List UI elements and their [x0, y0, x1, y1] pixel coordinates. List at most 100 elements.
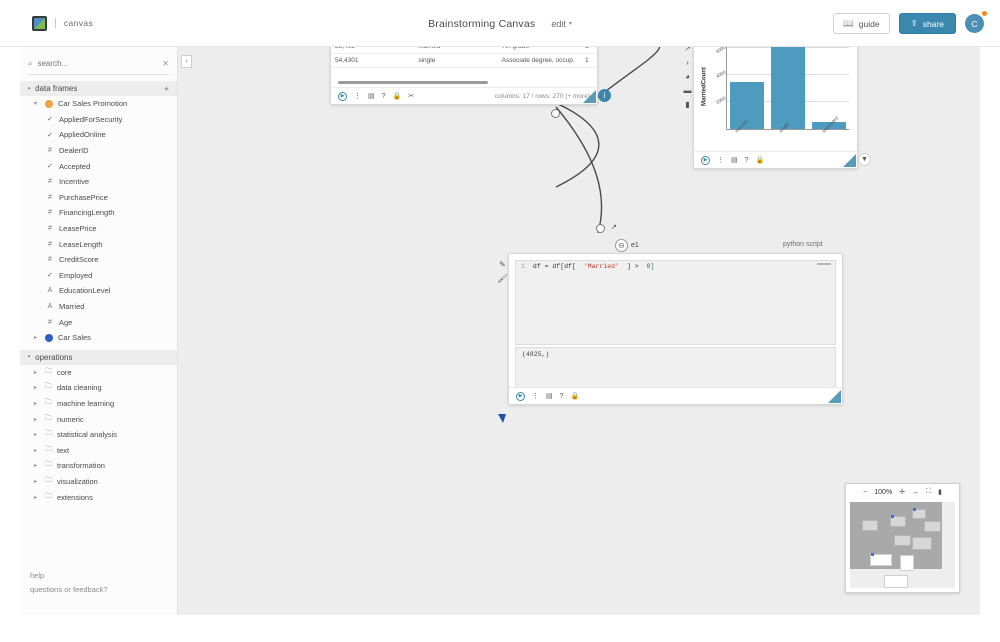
code-card[interactable]: ✎ 🖌 1 df = df[df[ 'Married' ] > 0] (4825…: [497, 253, 843, 405]
section-header-operations[interactable]: ▪ operations: [20, 349, 177, 365]
twisty-icon[interactable]: ▸: [34, 447, 38, 454]
play-icon[interactable]: ▶: [701, 155, 710, 165]
chart-card[interactable]: ↗ › ◕ ▬ ▮ MarriedCount 2000 4000 6000: [684, 47, 871, 169]
operation-folder-statistical-analysis[interactable]: ▸🗀statistical analysis: [20, 427, 177, 443]
chart-bar[interactable]: [770, 47, 806, 129]
resize-handle[interactable]: [843, 154, 856, 167]
collapse-sidebar-button[interactable]: ‹: [181, 55, 192, 68]
field-row[interactable]: ✓AppliedOnline: [20, 127, 177, 143]
help-icon[interactable]: ?: [559, 392, 564, 400]
field-row[interactable]: #CreditScore: [20, 252, 177, 268]
minimap[interactable]: − 100% ✛ ↔ ⛶ ▮: [845, 483, 960, 593]
twisty-icon[interactable]: ▸: [34, 369, 38, 376]
field-row[interactable]: #PurchasePrice: [20, 190, 177, 206]
table-icon[interactable]: ▤: [731, 157, 738, 164]
operation-folder-core[interactable]: ▸🗀core: [20, 365, 177, 381]
dataframe-group-car-sales-promotion[interactable]: ▾ Car Sales Promotion: [20, 96, 177, 112]
twisty-icon[interactable]: ▸: [34, 478, 38, 485]
pencil-icon[interactable]: ✎: [499, 260, 506, 269]
operation-folder-visualization[interactable]: ▸🗀visualization: [20, 474, 177, 490]
field-row[interactable]: #DealerID: [20, 143, 177, 159]
operation-folder-machine-learning[interactable]: ▸🗀machine learning: [20, 396, 177, 412]
chevron-icon[interactable]: ›: [686, 58, 689, 67]
code-scrollbar[interactable]: [817, 263, 831, 265]
document-menu[interactable]: edit ▾: [551, 19, 572, 29]
table-row[interactable]: 54,4301 single Associate degree, occup. …: [331, 53, 597, 68]
twisty-icon[interactable]: ▸: [34, 385, 38, 392]
operation-folder-transformation[interactable]: ▸🗀transformation: [20, 458, 177, 474]
arrow-icon[interactable]: ↗: [684, 47, 691, 53]
horizontal-scrollbar[interactable]: [338, 81, 488, 84]
field-row[interactable]: ✓Accepted: [20, 158, 177, 174]
twisty-icon[interactable]: ▸: [34, 335, 38, 342]
twisty-icon[interactable]: ▾: [34, 101, 38, 108]
field-row[interactable]: #LeasePrice: [20, 221, 177, 237]
twisty-icon[interactable]: ▸: [34, 432, 38, 439]
node-collapse-icon[interactable]: ⊖: [615, 239, 628, 252]
field-row[interactable]: #Incentive: [20, 174, 177, 190]
chart-icon[interactable]: ◕: [685, 72, 690, 81]
resize-handle[interactable]: [828, 390, 841, 403]
twisty-icon[interactable]: ▸: [34, 494, 38, 501]
column-icon[interactable]: ▮: [685, 100, 690, 109]
more-icon[interactable]: ⋮: [354, 93, 361, 100]
twisty-icon[interactable]: ▸: [34, 463, 38, 470]
resize-handle[interactable]: [583, 90, 596, 103]
operation-folder-text[interactable]: ▸🗀text: [20, 442, 177, 458]
lock-icon[interactable]: 🔒: [392, 93, 402, 100]
more-icon[interactable]: ⋮: [532, 393, 539, 400]
field-row[interactable]: #LeaseLength: [20, 236, 177, 252]
clear-search-icon[interactable]: ✕: [162, 59, 169, 68]
table-icon[interactable]: ▤: [546, 393, 553, 400]
paint-icon[interactable]: 🖌: [497, 274, 508, 283]
table-row[interactable]: 28,492 married 7th grade 1: [331, 47, 597, 54]
pan-icon[interactable]: ↔: [912, 488, 920, 496]
play-icon[interactable]: ▶: [516, 391, 525, 401]
field-row[interactable]: ✓Employed: [20, 268, 177, 284]
chart-bar[interactable]: [730, 82, 765, 129]
rows-icon[interactable]: ▬: [683, 86, 692, 95]
zoom-out-icon[interactable]: −: [863, 488, 868, 496]
guide-button[interactable]: 📖 guide: [833, 13, 890, 34]
table-icon[interactable]: ▤: [368, 93, 375, 100]
connection-port[interactable]: [551, 109, 560, 118]
minimap-body[interactable]: [850, 502, 955, 588]
delete-icon[interactable]: ✂: [408, 93, 415, 100]
section-header-dataframes[interactable]: ▪ data frames +: [20, 81, 177, 96]
code-editor[interactable]: 1 df = df[df[ 'Married' ] > 0]: [515, 260, 836, 345]
field-row[interactable]: #FinancingLength: [20, 205, 177, 221]
info-icon[interactable]: i: [598, 89, 611, 102]
help-icon[interactable]: ?: [744, 156, 749, 164]
operation-folder-extensions[interactable]: ▸🗀extensions: [20, 489, 177, 505]
fit-to-screen-icon[interactable]: ⛶: [926, 488, 931, 495]
brand[interactable]: | canvas: [32, 15, 93, 31]
operation-folder-data-cleaning[interactable]: ▸🗀data cleaning: [20, 380, 177, 396]
data-table-card[interactable]: PurchasePrice Married EducationLevel # 2…: [330, 47, 611, 105]
twisty-icon[interactable]: ▸: [34, 400, 38, 407]
field-row[interactable]: #Age: [20, 314, 177, 330]
lock-icon[interactable]: 🔒: [570, 393, 580, 400]
feedback-link[interactable]: questions or feedback?: [30, 585, 108, 594]
page-title[interactable]: Brainstorming Canvas: [428, 17, 536, 30]
connection-port[interactable]: [596, 224, 605, 233]
twisty-icon[interactable]: ▸: [34, 416, 38, 423]
field-row[interactable]: ✓AppliedForSecurity: [20, 112, 177, 128]
share-button[interactable]: ⇪ share: [898, 13, 956, 34]
help-link[interactable]: help: [30, 571, 45, 580]
operation-folder-numeric[interactable]: ▸🗀numeric: [20, 411, 177, 427]
search-input[interactable]: [37, 59, 158, 68]
add-dataframe-icon[interactable]: +: [163, 83, 169, 94]
filter-icon[interactable]: ▼: [858, 153, 871, 166]
more-icon[interactable]: ⋮: [717, 157, 724, 164]
avatar[interactable]: C: [965, 11, 987, 33]
bookmark-icon[interactable]: ▮: [937, 489, 942, 496]
canvas-workspace[interactable]: PurchasePrice Married EducationLevel # 2…: [178, 47, 980, 615]
zoom-in-icon[interactable]: ✛: [899, 489, 906, 496]
help-icon[interactable]: ?: [381, 92, 386, 100]
lock-icon[interactable]: 🔒: [755, 157, 765, 164]
dataframe-group-car-sales[interactable]: ▸ Car Sales: [20, 330, 177, 346]
chart-bar[interactable]: [811, 122, 846, 129]
play-icon[interactable]: ▶: [338, 91, 347, 101]
